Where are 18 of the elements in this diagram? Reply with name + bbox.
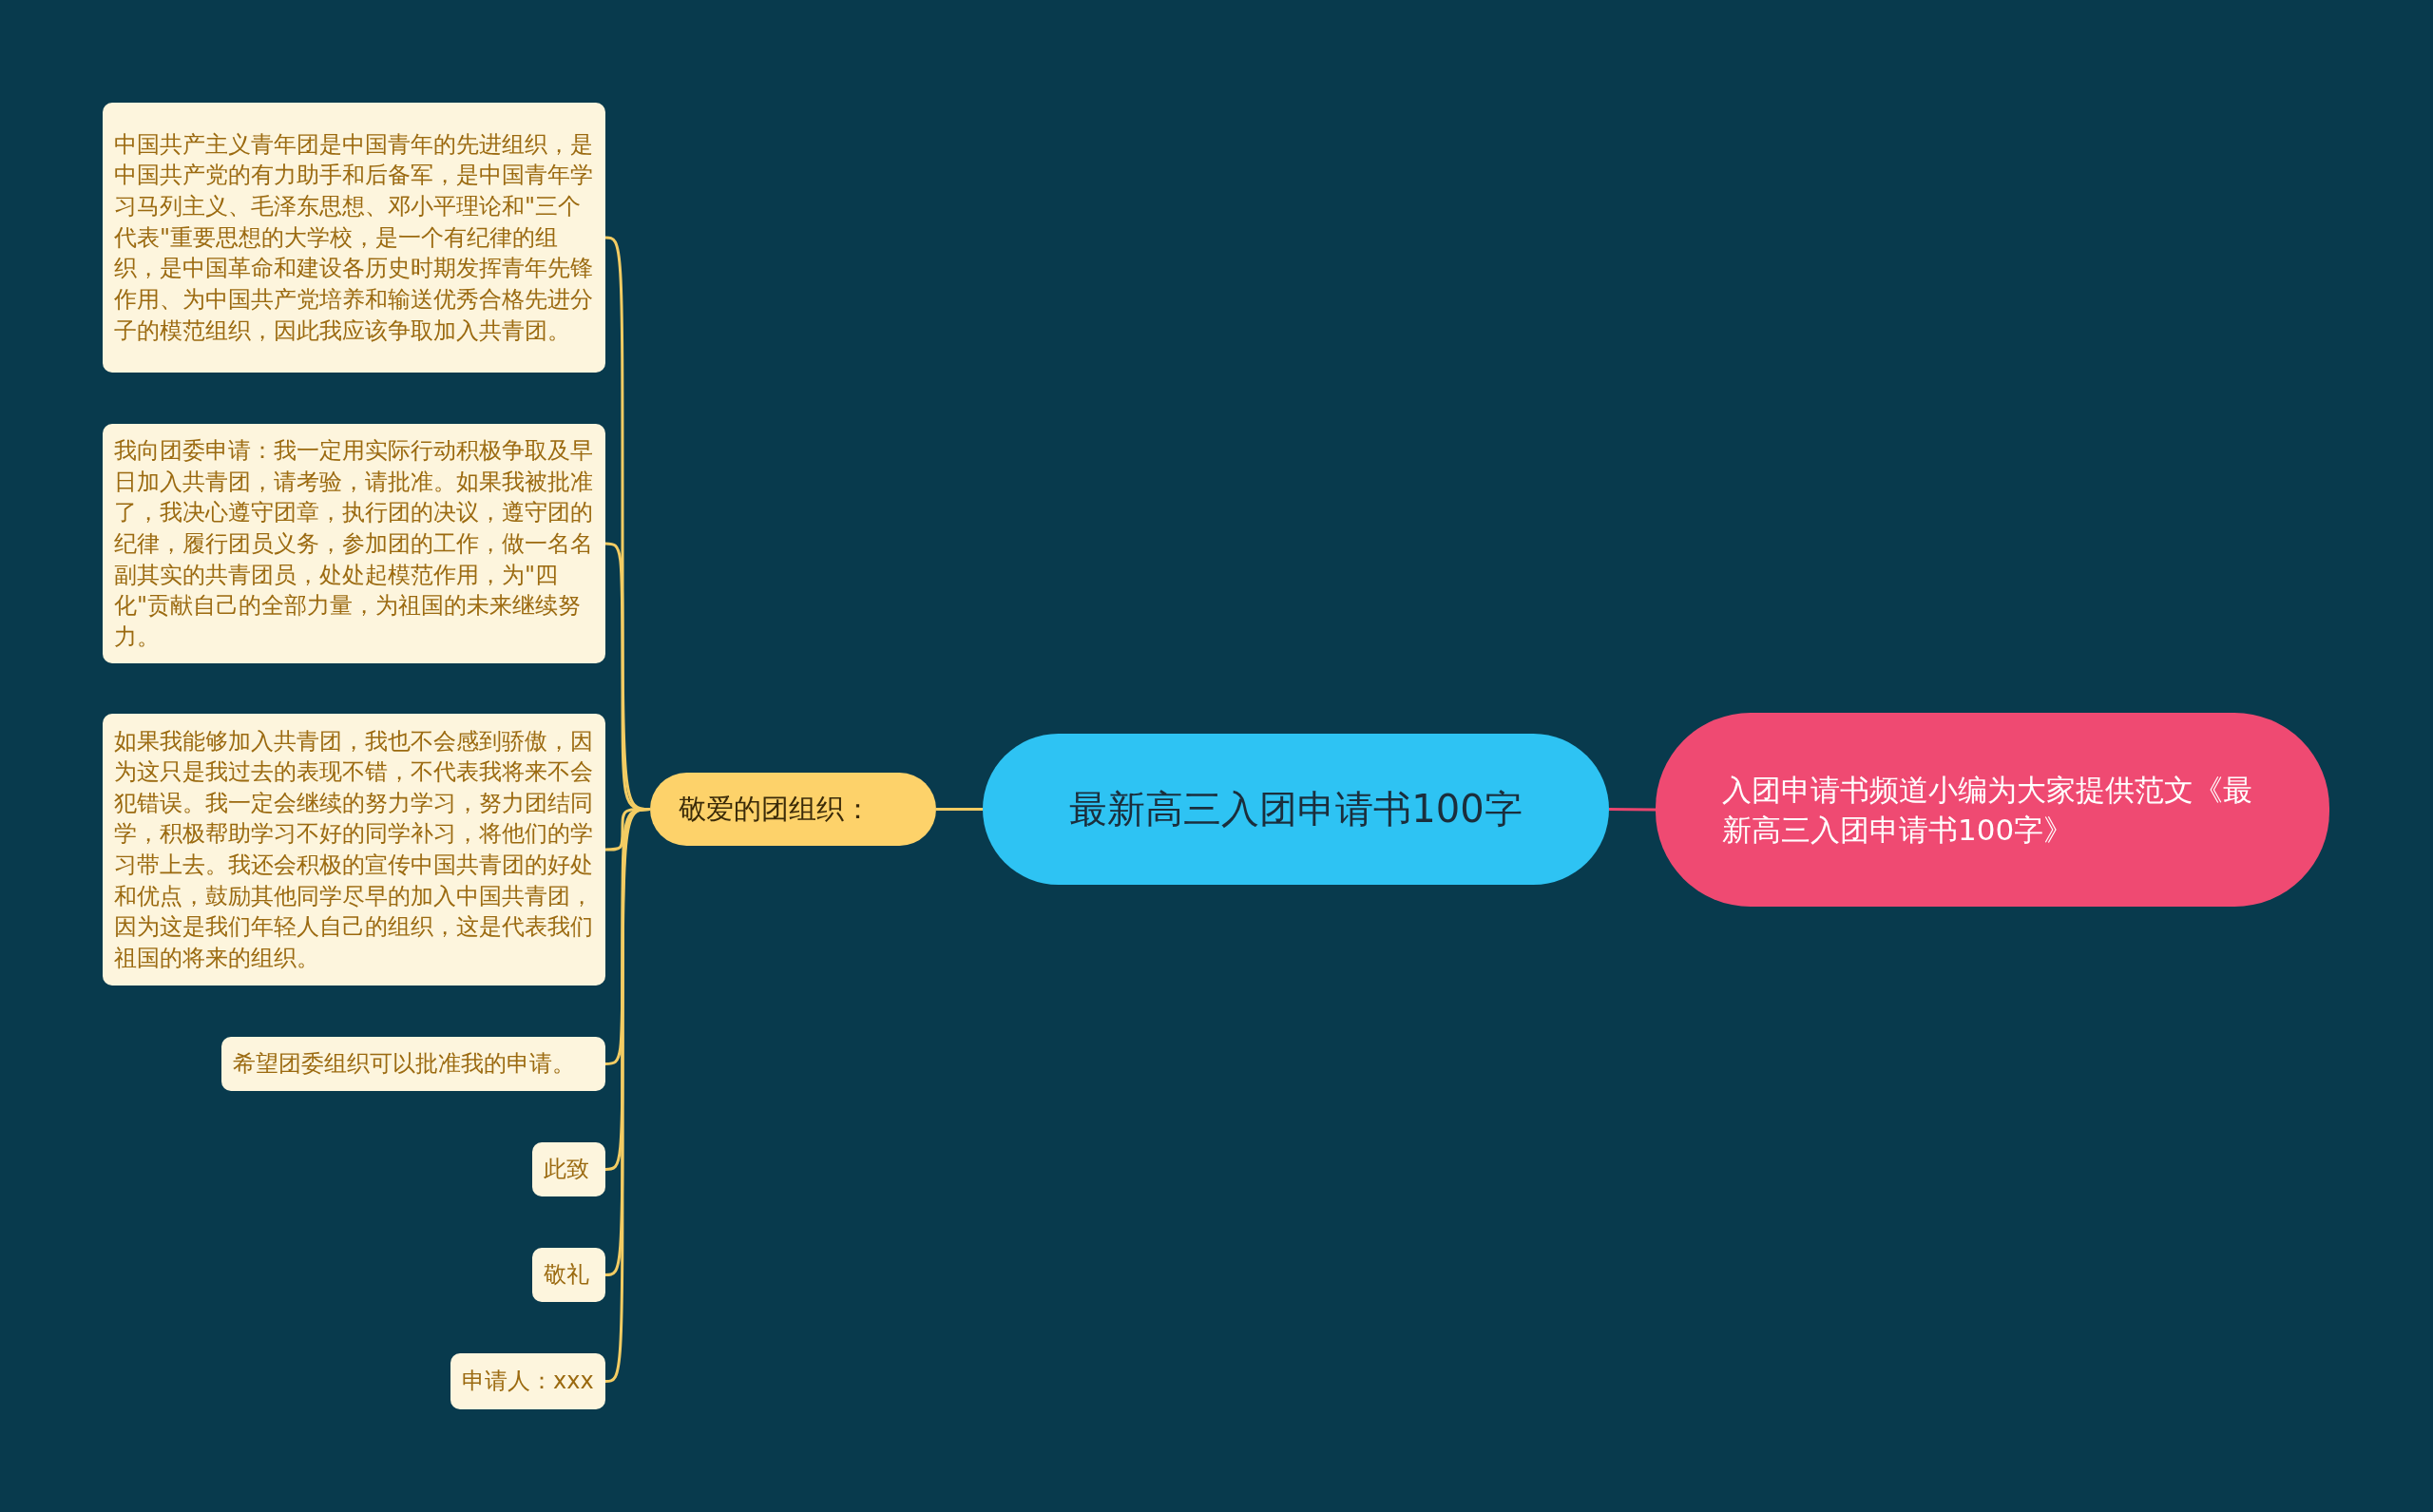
text-card	[450, 1353, 605, 1409]
text-card	[532, 1248, 605, 1302]
node-text: 中国共产主义青年团是中国青年的先进组织，是中国共产党的有力助手和后备军，是中国青年学习马列主义、毛泽东思想、邓小平理论和"三个代表"重要思想的大学校，是一个有纪律的组织，是中国革命和建设各历史时期发挥青年先锋作用、为中国共产党培养和输送优秀合格先进分子的模范组织，因此我应该争取加入共青团。	[114, 129, 594, 346]
node-text: 希望团委组织可以批准我的申请。	[233, 1049, 575, 1080]
node-text: 敬礼	[544, 1260, 589, 1291]
node-text: 敬爱的团组织：	[679, 791, 872, 827]
connector-line	[604, 808, 651, 1383]
node-text: 如果我能够加入共青团，我也不会感到骄傲，因为这只是我过去的表现不错，不代表我将来不会犯错误。我一定会继续的努力学习，努力团结同学，积极帮助学习不好的同学补习，将他们的学习带上去。我还会积极的宣传中国共青团的好处和优点，鼓励其他同学尽早的加入中国共青团，因为这是我们年轻人自己的组织，这是代表我们祖国的将来的组织。	[114, 726, 594, 973]
connector-line	[1609, 808, 1656, 812]
text-card	[532, 1142, 605, 1196]
text-card	[221, 1037, 605, 1091]
node-text: 我向团委申请：我一定用实际行动积极争取及早日加入共青团，请考验，请批准。如果我被批准了，我决心遵守团章，执行团的决议，遵守团的纪律，履行团员义务，参加团的工作，做一名名副其实的共青团员，处处起模范作用，为"四化"贡献自己的全部力量，为祖国的未来继续努力。	[114, 436, 594, 652]
node-text: 申请人：xxx	[462, 1367, 594, 1397]
node-text: 最新高三入团申请书100字	[1069, 786, 1523, 833]
node-text: 此致	[544, 1155, 589, 1185]
node-text: 入团申请书频道小编为大家提供范文《最新高三入团申请书100字》	[1722, 771, 2253, 849]
connector-line	[936, 808, 983, 811]
text-card	[103, 103, 605, 373]
